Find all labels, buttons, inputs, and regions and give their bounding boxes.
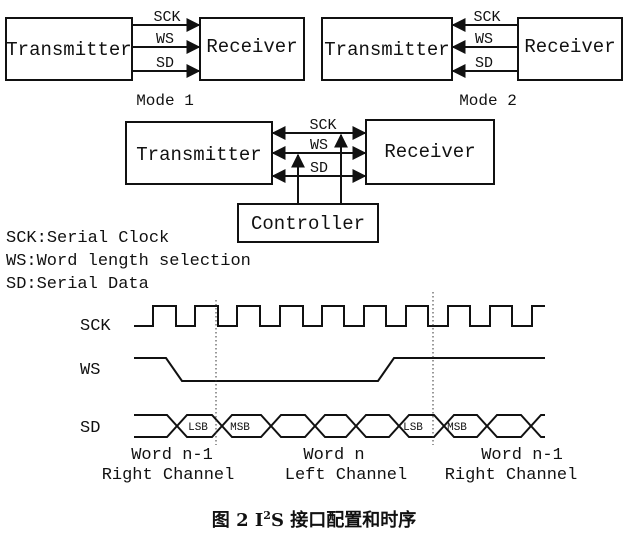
mode2-sd-label: SD [475,55,493,72]
ws-waveform [134,357,545,382]
legend-sck-abbr: SCK [6,229,37,248]
chip-lsb-2: LSB [403,422,423,434]
mode2-transmitter-label: Transmitter [324,39,449,61]
controller-label: Controller [251,213,365,235]
timing-ws-label: WS [80,361,100,380]
legend-ws-abbr: WS [6,252,26,271]
mode3-sck-label: SCK [309,117,336,134]
mode3-transmitter-box [125,121,273,185]
caption-prefix: 图 2 I [212,510,263,531]
mode1-transmitter-label: Transmitter [6,39,131,61]
mode1-caption: Mode 1 [136,92,194,110]
word-label-1: Word n-1 [131,446,213,465]
chip-lsb-1: LSB [188,422,208,434]
mode3-sd-label: SD [310,160,328,177]
mode2-receiver-label: Receiver [524,36,615,58]
mode2-ws-label: WS [475,31,493,48]
legend-ws: WS:Word length selection [6,252,251,271]
mode2-receiver-box [517,17,623,81]
mode2-caption: Mode 2 [459,92,517,110]
sd-waveform-bottom [134,424,545,438]
mode-2-diagram: Transmitter Receiver SCK WS SD Mode 2 [321,9,623,110]
chip-msb-2: MSB [447,422,467,434]
mode1-ws-label: WS [156,31,174,48]
mode1-sck-label: SCK [153,9,180,26]
mode3-transmitter-label: Transmitter [136,144,261,166]
legend-sd-desc: Serial Data [37,275,149,294]
mode-1-diagram: Transmitter Receiver SCK WS SD Mode 1 [5,9,305,110]
mode-3-diagram: Transmitter Receiver Controller SCK WS S… [125,117,495,243]
channel-label-1: Right Channel [102,466,235,485]
timing-sck-label: SCK [80,317,111,336]
mode2-sck-label: SCK [473,9,500,26]
signal-legend: SCK:Serial Clock WS:Word length selectio… [6,229,251,294]
sck-waveform [134,305,545,327]
figure-caption: 图 2 I2S 接口配置和时序 [212,509,416,531]
mode1-receiver-box [199,17,305,81]
controller-box [237,203,379,243]
legend-sd-abbr: SD [6,275,26,294]
mode3-receiver-label: Receiver [384,141,475,163]
caption-suffix: S 接口配置和时序 [271,509,416,531]
timing-diagram: SCK WS SD LSB MSB LSB MSB Word n-1 Right… [80,292,577,485]
mode1-receiver-label: Receiver [206,36,297,58]
timing-sd-label: SD [80,419,100,438]
mode2-transmitter-box [321,17,453,81]
chip-msb-1: MSB [230,422,250,434]
mode3-receiver-box [365,119,495,185]
word-label-3: Word n-1 [481,446,563,465]
legend-sck-desc: Serial Clock [47,229,169,248]
legend-ws-desc: Word length selection [37,252,251,271]
channel-label-2: Left Channel [285,466,407,485]
mode1-transmitter-box [5,17,133,81]
legend-sd: SD:Serial Data [6,275,149,294]
mode1-sd-label: SD [156,55,174,72]
channel-label-3: Right Channel [445,466,578,485]
mode3-ws-label: WS [310,137,328,154]
legend-sck: SCK:Serial Clock [6,229,169,248]
caption-superscript: 2 [263,509,271,522]
word-label-2: Word n [303,446,364,465]
